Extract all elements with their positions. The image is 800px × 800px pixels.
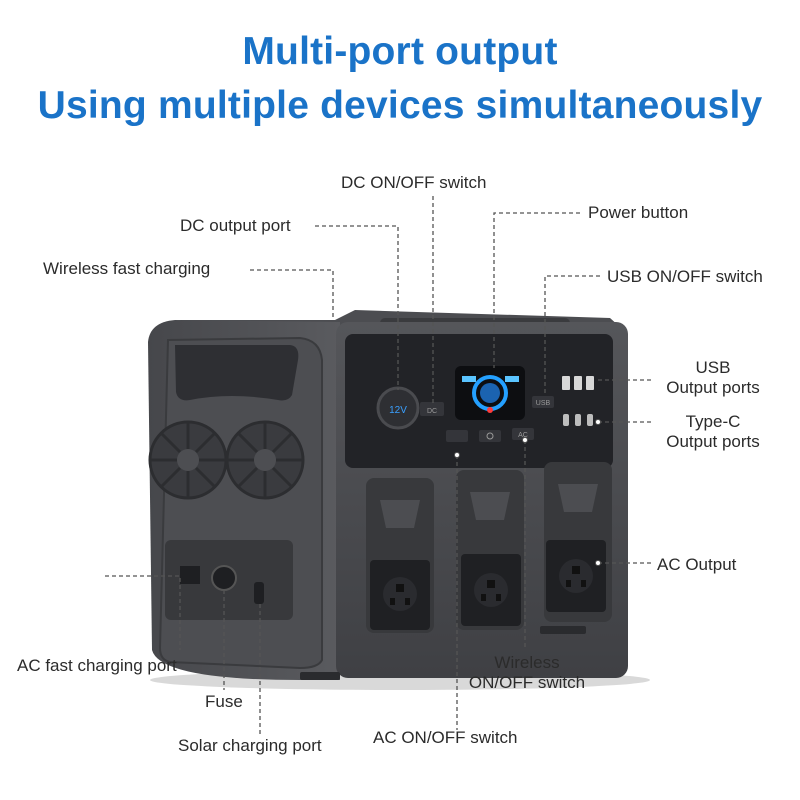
display-core	[480, 383, 500, 403]
side-handle	[175, 345, 299, 401]
dc-switch-button[interactable]	[420, 402, 444, 416]
label-wireless-switch-line2: ON/OFF switch	[468, 673, 586, 692]
ac-fast-charging-port	[180, 566, 200, 584]
label-ac-output: AC Output	[657, 555, 737, 574]
power-icon	[486, 432, 494, 440]
label-solar-charging-port: Solar charging port	[178, 736, 322, 755]
label-dc-output-port: DC output port	[180, 216, 291, 235]
fan-right	[225, 420, 305, 500]
label-fuse: Fuse	[205, 692, 243, 711]
wireless-switch-button[interactable]	[446, 430, 468, 442]
usb-output-ports	[562, 376, 594, 390]
label-wireless-switch: Wireless ON/OFF switch	[462, 653, 592, 693]
label-usb-ports-line1: USB	[695, 358, 731, 377]
display-segment	[505, 376, 519, 382]
callout-wireless-charging	[250, 269, 334, 320]
label-ac-fast-charging-port: AC fast charging port	[17, 656, 177, 675]
ac-switch-button-label: AC	[518, 432, 528, 439]
label-typec-ports-line1: Type-C	[685, 412, 741, 431]
label-ac-switch: AC ON/OFF switch	[373, 728, 518, 747]
foot	[540, 626, 586, 634]
label-usb-switch: USB ON/OFF switch	[607, 267, 763, 286]
power-button[interactable]	[479, 430, 501, 442]
label-usb-ports-line2: Output ports	[666, 378, 760, 397]
headline-line-1: Multi-port output	[242, 30, 558, 73]
dc-switch-button-label: DC	[427, 408, 437, 415]
callout-power-button	[493, 212, 580, 368]
ac-outlet-1	[366, 478, 434, 633]
usb-switch-button[interactable]	[532, 396, 554, 408]
fan-left	[148, 420, 228, 500]
dc-socket-label: 12V	[389, 405, 407, 416]
solar-charging-port	[254, 582, 264, 604]
callout-lines	[105, 196, 652, 735]
ac-switch-button[interactable]	[512, 428, 534, 440]
label-wireless-switch-line1: Wireless	[494, 653, 560, 672]
usb-switch-button-label: USB	[536, 400, 551, 407]
label-usb-ports: USB Output ports	[658, 358, 768, 398]
callout-ac-fast-port	[105, 575, 181, 650]
headline-line-2: Using multiple devices simultaneously	[37, 84, 763, 127]
foot	[300, 672, 340, 680]
callout-dots	[454, 419, 601, 566]
label-power-button: Power button	[588, 203, 689, 222]
callout-dc-output	[315, 225, 399, 390]
ac-outlet-3	[544, 462, 612, 622]
label-typec-ports-line2: Output ports	[666, 432, 760, 451]
display-indicator	[487, 407, 493, 413]
label-wireless-fast-charging: Wireless fast charging	[43, 259, 211, 278]
label-dc-switch: DC ON/OFF switch	[341, 173, 487, 192]
ac-outlet-2	[456, 470, 524, 630]
callout-usb-switch	[544, 275, 600, 396]
display-segment	[462, 376, 476, 382]
fuse	[211, 565, 237, 591]
type-c-output-ports	[563, 414, 593, 426]
label-typec-ports: Type-C Output ports	[658, 412, 768, 452]
